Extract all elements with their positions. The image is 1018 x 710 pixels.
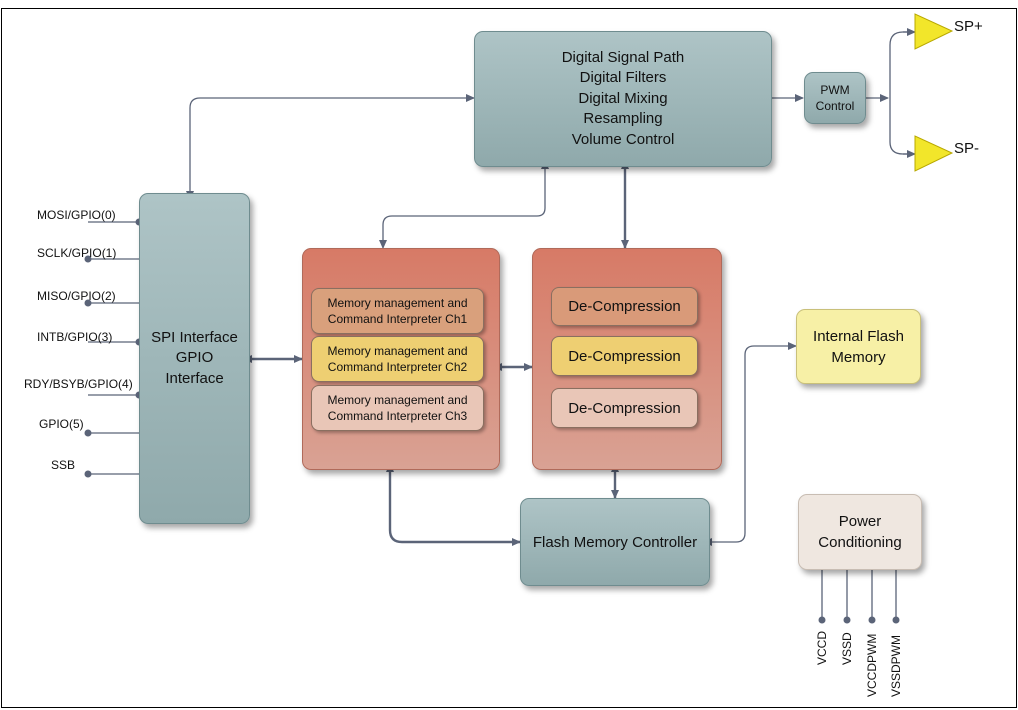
pin-dot <box>84 255 92 263</box>
power-pin-label-vccd: VCCD <box>815 630 829 665</box>
internal-flash-line: Internal Flash <box>813 327 904 345</box>
wire-dsp-memmgmt <box>379 160 549 249</box>
pin-label-intb: INTB/GPIO(3) <box>37 330 113 344</box>
wire-spi-dsp <box>186 94 475 200</box>
pin-label-gpio5: GPIO(5) <box>39 417 84 431</box>
pin-label-rdy: RDY/BSYB/GPIO(4) <box>24 377 133 391</box>
memmgmt-line: Memory management and <box>327 393 468 407</box>
pin-dot <box>84 299 92 307</box>
dsp-line: Digital Mixing <box>578 89 668 107</box>
decompression-label: De-Compression <box>568 399 681 417</box>
memmgmt-line: Command Interpreter Ch1 <box>327 312 468 326</box>
power-pin-dot <box>843 616 851 624</box>
memmgmt-line: Command Interpreter Ch2 <box>327 360 468 374</box>
pwm-line: PWM <box>820 83 850 97</box>
decompression-label: De-Compression <box>568 298 681 315</box>
spi-interface-block: SPI Interface GPIO Interface <box>139 193 250 524</box>
flash-memory-controller-block: Flash Memory Controller <box>520 498 710 586</box>
power-pin-dot <box>868 616 876 624</box>
wire-memmgmt-flashctrl <box>386 463 521 546</box>
pwm-control-block: PWM Control <box>804 72 866 124</box>
digital-signal-path-block: Digital Signal Path Digital Filters Digi… <box>474 31 772 167</box>
pin-dot <box>84 429 92 437</box>
power-pin-dot <box>818 616 826 624</box>
power-line: Power <box>838 513 882 530</box>
wire-pin-stubs <box>88 221 139 475</box>
pin-label-mosi: MOSI/GPIO(0) <box>37 208 116 222</box>
internal-flash-memory-block: Internal Flash Memory <box>796 309 921 384</box>
spi-line: GPIO <box>175 349 214 367</box>
memory-management-ch3: Memory management and Command Interprete… <box>311 385 484 431</box>
dsp-line: Volume Control <box>571 130 675 148</box>
pin-label-ssb: SSB <box>51 458 76 472</box>
dsp-line: Digital Filters <box>579 69 667 87</box>
wire-split-speakers <box>889 31 913 155</box>
power-conditioning-block: Power Conditioning <box>798 494 922 570</box>
diagram-frame <box>1 8 1017 708</box>
power-pin-label-vssd: VSSD <box>840 632 854 665</box>
power-line: Conditioning <box>818 534 902 551</box>
decompression-ch3: De-Compression <box>551 388 698 428</box>
dsp-line: Resampling <box>583 110 663 128</box>
amplifier-sp-minus-icon <box>914 135 954 172</box>
power-pin-dot <box>892 616 900 624</box>
memory-management-ch1: Memory management and Command Interprete… <box>311 288 484 334</box>
memmgmt-line: Memory management and <box>327 296 468 310</box>
spi-line: Interface <box>165 369 224 387</box>
internal-flash-line: Memory <box>831 348 886 366</box>
spi-line: SPI Interface <box>151 328 238 346</box>
amplifier-sp-plus-icon <box>914 13 954 50</box>
memmgmt-line: Memory management and <box>327 344 468 358</box>
dsp-line: Digital Signal Path <box>561 48 685 66</box>
decompression-ch2: De-Compression <box>551 336 698 376</box>
power-pin-label-vccdpwm: VCCDPWM <box>865 633 879 697</box>
pin-dot <box>84 470 92 478</box>
pwm-line: Control <box>815 99 855 113</box>
flash-controller-label: Flash Memory Controller <box>532 533 698 551</box>
decompression-label: De-Compression <box>568 347 681 365</box>
speaker-positive-label: SP+ <box>954 18 983 35</box>
wire-power-pins <box>821 570 897 617</box>
speaker-negative-label: SP- <box>954 140 980 157</box>
pin-label-sclk: SCLK/GPIO(1) <box>37 246 117 260</box>
wire-flashctrl-internalflash <box>703 342 797 546</box>
decompression-ch1: De-Compression <box>551 287 698 326</box>
pin-label-miso: MISO/GPIO(2) <box>37 289 116 303</box>
power-pin-label-vssdpwm: VSSDPWM <box>889 634 903 697</box>
memory-management-ch2: Memory management and Command Interprete… <box>311 336 484 382</box>
memmgmt-line: Command Interpreter Ch3 <box>327 409 468 423</box>
